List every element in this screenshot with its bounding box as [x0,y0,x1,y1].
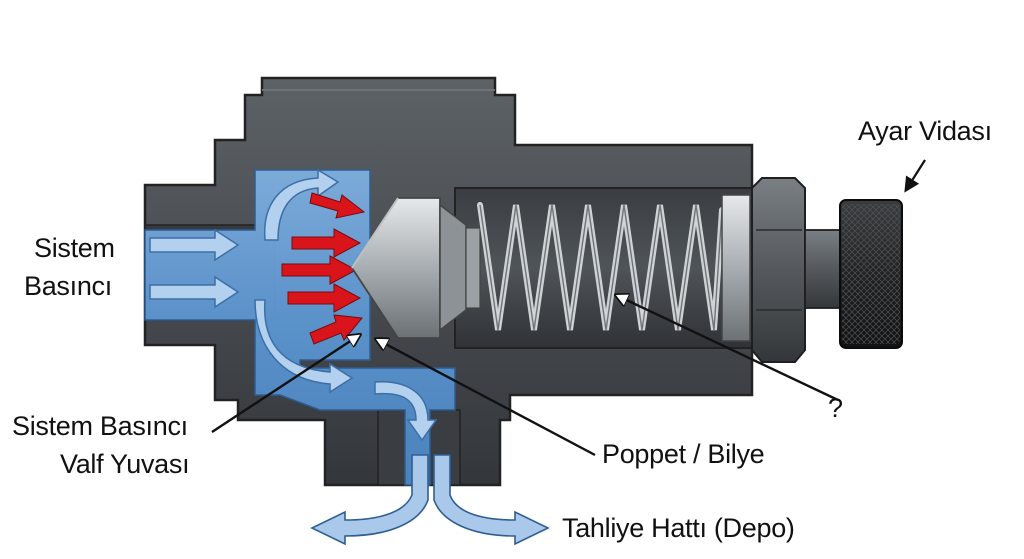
system-pressure-label-line2: Basıncı [24,271,112,301]
leader-lines [211,159,926,457]
outlet-arrow-right [433,454,550,546]
outlet-arrows [310,454,550,546]
lock-nut [751,177,806,363]
adjust-screw-leader [904,159,926,193]
poppet-leader [378,340,596,457]
spring-leader [618,296,839,402]
valve-seat-leader [211,336,358,434]
poppet [350,197,481,339]
lower-flow-arrow [254,299,354,394]
flow-arrows [149,168,438,442]
pressure-arrows [281,192,366,345]
adjust-screw-label: Ayar Vidası [858,116,992,146]
spring-unknown-label: ? [828,393,843,423]
valve-seat-label-line2: Valf Yuvası [60,449,190,479]
drain-line-label: Tahliye Hattı (Depo) [562,513,795,543]
valve-seat-label-line1: Sistem Basıncı [12,411,188,441]
inlet-flow-arrow-upper [149,228,240,262]
spring-seat [721,194,751,342]
poppet-label: Poppet / Bilye [602,439,765,469]
drain-flow-arrow [374,381,438,442]
upper-flow-arrow [263,168,340,241]
system-pressure-label-line1: Sistem [34,233,115,263]
outlet-arrow-left [310,454,429,546]
adjust-knob [839,199,903,349]
inlet-flow-arrow-lower [149,275,240,309]
